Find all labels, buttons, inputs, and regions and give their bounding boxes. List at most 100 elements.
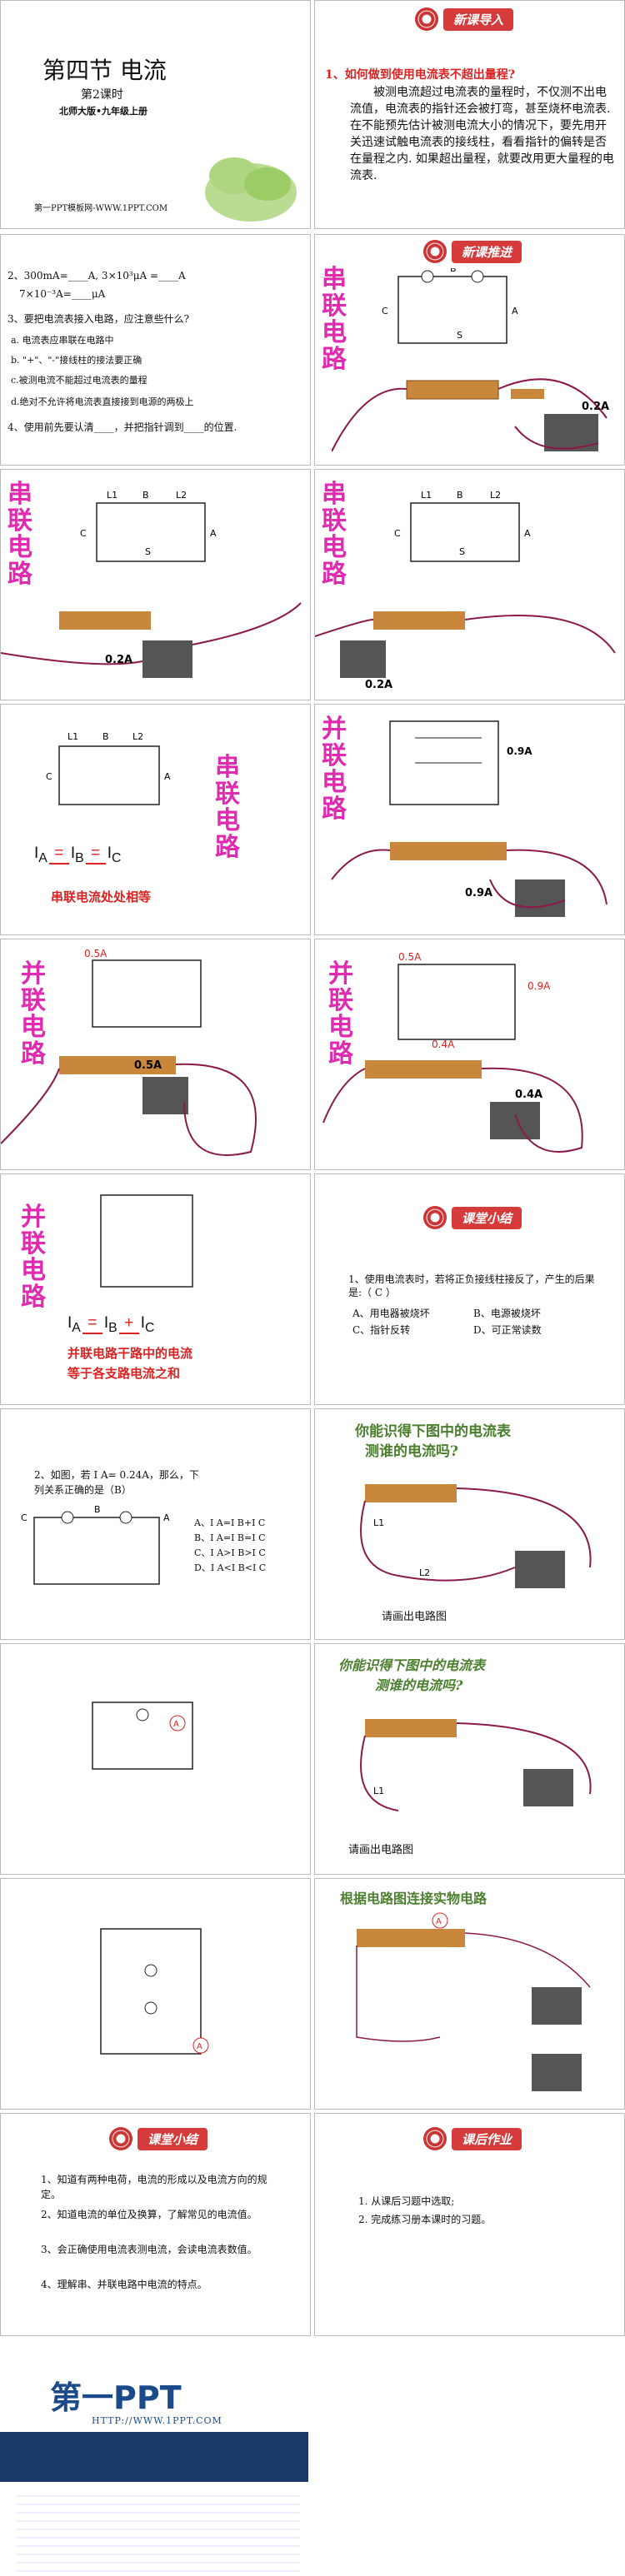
slide-diagram-3: A <box>0 1878 311 2110</box>
option-b: B、电源被烧坏 <box>473 1308 541 1319</box>
quiz-line-4: 4、使用前先要认清____，并把指针调到____的位置. <box>8 421 238 433</box>
parallel-circuit <box>100 1194 193 1288</box>
parallel-circuit: 0.9A <box>389 720 532 805</box>
option-c: C、I A>I B>I C <box>194 1547 266 1558</box>
bulb-icon <box>423 2127 447 2150</box>
svg-text:A: A <box>164 771 171 782</box>
ammeter-reading: 0.9A <box>465 887 492 899</box>
option-b: B、I A=I B=I C <box>194 1532 266 1543</box>
slide-intro: 新课导入 1、如何做到使用电流表不超出量程? 被测电流超过电流表的量程时，不仅测… <box>314 0 625 229</box>
site-url: 第一PPT模板网-WWW.1PPT.COM <box>34 204 168 213</box>
section-badge: 课后作业 <box>452 2127 522 2150</box>
bulb-icon <box>415 7 438 31</box>
physical-circuit: A <box>356 1912 591 2091</box>
slide-identify-2: 你能识得下图中的电流表 测谁的电流吗? L1 请画出电路图 <box>314 1643 625 1875</box>
quiz-line-2: 7×10⁻³A=____μA <box>19 288 106 300</box>
body-text: 被测电流超过电流表的量程时，不仅测不出电流值，电流表的指针还会被打弯，甚至烧杯电… <box>350 86 614 182</box>
parallel-circuit: A <box>92 1702 193 1770</box>
section-badge: 课堂小结 <box>452 1206 522 1229</box>
quiz-question: 2、如图，若 I A= 0.24A，那么，下列关系正确的是（B） <box>34 1469 199 1496</box>
footer-link-list <box>17 2489 300 2572</box>
ammeter-reading: 0.2A <box>105 654 132 666</box>
footer-url[interactable]: HTTP://WWW.1PPT.COM <box>92 2415 222 2426</box>
svg-text:B: B <box>457 490 463 501</box>
svg-text:L1: L1 <box>107 490 118 501</box>
branch-reading-2: 0.4A <box>432 1039 455 1050</box>
physical-circuit: 0.4A <box>322 1060 583 1153</box>
physical-circuit: 0.2A <box>1 602 302 678</box>
slide-connect: 根据电路图连接实物电路 A <box>314 1878 625 2110</box>
svg-text:L2: L2 <box>132 731 143 742</box>
svg-text:B: B <box>94 1504 101 1515</box>
section-badge: 新课导入 <box>443 7 514 31</box>
physical-circuit: 0.2A <box>315 611 616 691</box>
slide-parallel-1: 并联电路 0.9A 0.9A <box>314 704 625 935</box>
bulb-icon <box>423 1206 447 1229</box>
vertical-title: 串联电路 <box>8 480 32 589</box>
publisher: 北师大版•九年级上册 <box>59 106 148 117</box>
parallel-equation: IA=IB+IC <box>68 1314 155 1335</box>
plant-illustration <box>205 157 297 222</box>
branch-reading-1: 0.5A <box>398 951 422 963</box>
caption: 请画出电路图 <box>382 1611 448 1623</box>
series-circuit: A <box>100 1928 209 2055</box>
bulb-icon <box>109 2127 132 2150</box>
vertical-title: 并联电路 <box>322 715 347 824</box>
homework-item-1: 1. 从课后习题中选取; <box>358 2195 455 2207</box>
footer-logo: 第一PPT <box>50 2379 182 2416</box>
parallel-circuit: 0.5A 0.9A 0.4A <box>398 951 551 1050</box>
svg-text:B: B <box>450 268 457 274</box>
ammeter-reading: 0.4A <box>515 1089 542 1101</box>
vertical-title: 串联电路 <box>215 753 240 862</box>
vertical-title: 串联电路 <box>322 265 347 374</box>
slide-title: 你能识得下图中的电流表 <box>355 1423 511 1440</box>
parallel-rule-2: 等于各支路电流之和 <box>68 1366 181 1381</box>
series-equation: IA=IB=IC <box>34 845 122 865</box>
main-reading: 0.9A <box>528 980 551 992</box>
svg-text:A: A <box>197 2042 202 2051</box>
svg-text:B: B <box>142 490 149 501</box>
question: 1、如何做到使用电流表不超出量程? <box>325 68 515 82</box>
vertical-title: 并联电路 <box>21 1203 46 1312</box>
quiz-item-b: b. "+"、"-"接线柱的接法要正确 <box>11 355 142 366</box>
svg-text:L1: L1 <box>421 490 432 501</box>
branch-reading: 0.5A <box>84 948 108 959</box>
svg-text:L1: L1 <box>68 731 78 742</box>
section-badge: 新课推进 <box>452 240 522 263</box>
slide-quiz: 2、300mA=____A, 3×10³μA =____A 7×10⁻³A=__… <box>0 234 311 466</box>
vertical-title: 串联电路 <box>322 480 347 589</box>
summary-item-3: 3、会正确使用电流表测电流，会读电流表数值。 <box>41 2244 258 2255</box>
slide-circuit-diagram: A <box>0 1643 311 1875</box>
svg-text:C: C <box>382 306 388 316</box>
svg-text:C: C <box>80 528 87 539</box>
svg-text:L2: L2 <box>490 490 501 501</box>
ammeter-reading: 0.2A <box>582 401 609 413</box>
physical-circuit: L1 <box>360 1719 592 1811</box>
svg-text:L1: L1 <box>422 268 432 269</box>
quiz-line-3: 3、要把电流表接入电路，应注意些什么? <box>8 313 190 325</box>
svg-text:C: C <box>21 1512 28 1523</box>
homework-item-2: 2. 完成练习册本课时的习题。 <box>358 2214 492 2225</box>
slide-parallel-3: 并联电路 0.5A 0.9A 0.4A 0.4A <box>314 939 625 1170</box>
summary-item-2: 2、知道电流的单位及换算，了解常见的电流值。 <box>41 2209 258 2220</box>
svg-text:L2: L2 <box>419 1567 430 1578</box>
title-text: 第四节 电流 <box>42 57 167 84</box>
svg-text:L1: L1 <box>373 1517 384 1528</box>
svg-text:S: S <box>145 546 151 557</box>
svg-text:S: S <box>457 330 462 341</box>
slide-title: 第四节 电流 第2课时 北师大版•九年级上册 第一PPT模板网-WWW.1PPT… <box>0 0 311 229</box>
summary-item-4: 4、理解串、并联电路中电流的特点。 <box>41 2279 208 2290</box>
physical-circuit: 0.5A <box>1 1056 257 1156</box>
svg-text:A: A <box>512 306 518 316</box>
quiz-line-1: 2、300mA=____A, 3×10³μA =____A <box>8 270 186 282</box>
